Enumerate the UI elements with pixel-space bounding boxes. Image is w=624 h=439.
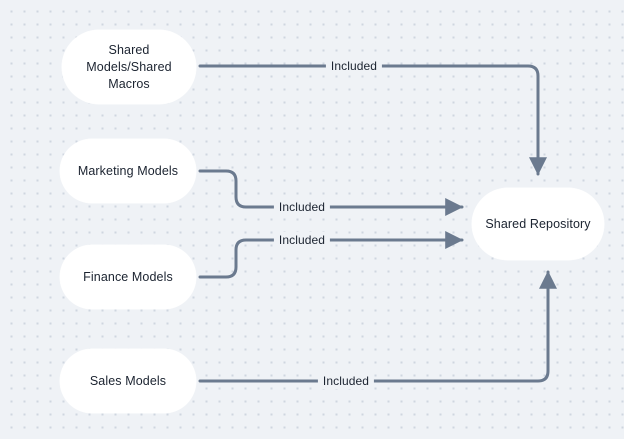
node-finance-models[interactable]: Finance Models — [60, 245, 196, 309]
edge-label-marketing-models: Included — [273, 199, 331, 215]
node-sales-models[interactable]: Sales Models — [60, 349, 196, 413]
edge-label-shared-models: Included — [325, 58, 383, 74]
node-shared-repository[interactable]: Shared Repository — [472, 188, 604, 260]
edge-marketing-models — [198, 169, 464, 216]
edge-sales-models — [198, 270, 557, 383]
edge-label-sales-models: Included — [317, 373, 375, 389]
edge-shared-models — [198, 64, 547, 176]
edge-label-finance-models: Included — [273, 232, 331, 248]
edge-finance-models — [198, 231, 464, 279]
node-marketing-models[interactable]: Marketing Models — [60, 139, 196, 203]
